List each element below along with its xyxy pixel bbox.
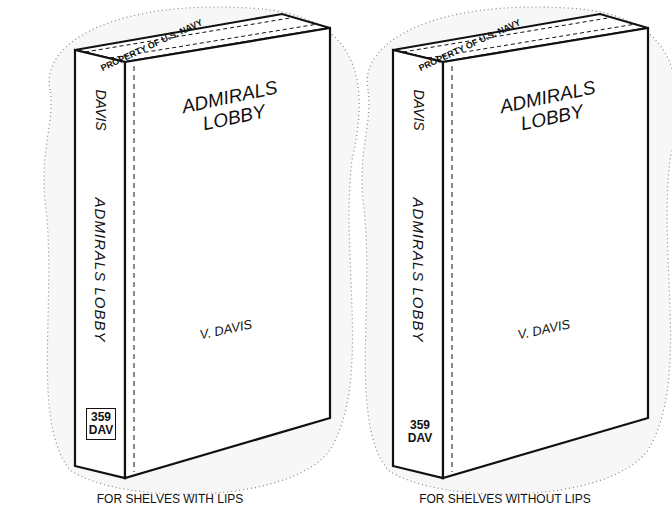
- binding-line: [134, 66, 135, 472]
- call-number: 359 DAV: [406, 419, 434, 445]
- stipple-shadow: [44, 7, 359, 494]
- caption: FOR SHELVES WITH LIPS: [97, 493, 243, 506]
- caption: FOR SHELVES WITHOUT LIPS: [419, 493, 591, 506]
- spine-author: DAVIS: [92, 89, 107, 130]
- book-spine: [393, 50, 443, 478]
- spine-title: ADMIRALS LOBBY: [92, 198, 109, 343]
- spine-author: DAVIS: [410, 89, 425, 130]
- spine-title: ADMIRALS LOBBY: [410, 198, 427, 343]
- stipple-shadow: [362, 7, 672, 494]
- book: [44, 7, 359, 494]
- call-number-label: 359 DAV: [86, 408, 116, 440]
- book-cover: [125, 28, 330, 478]
- binding-line: [452, 66, 453, 472]
- book-spine: [75, 50, 125, 478]
- call-number: 359 DAV: [88, 411, 114, 437]
- book-cover: [443, 28, 648, 478]
- book: [362, 7, 672, 494]
